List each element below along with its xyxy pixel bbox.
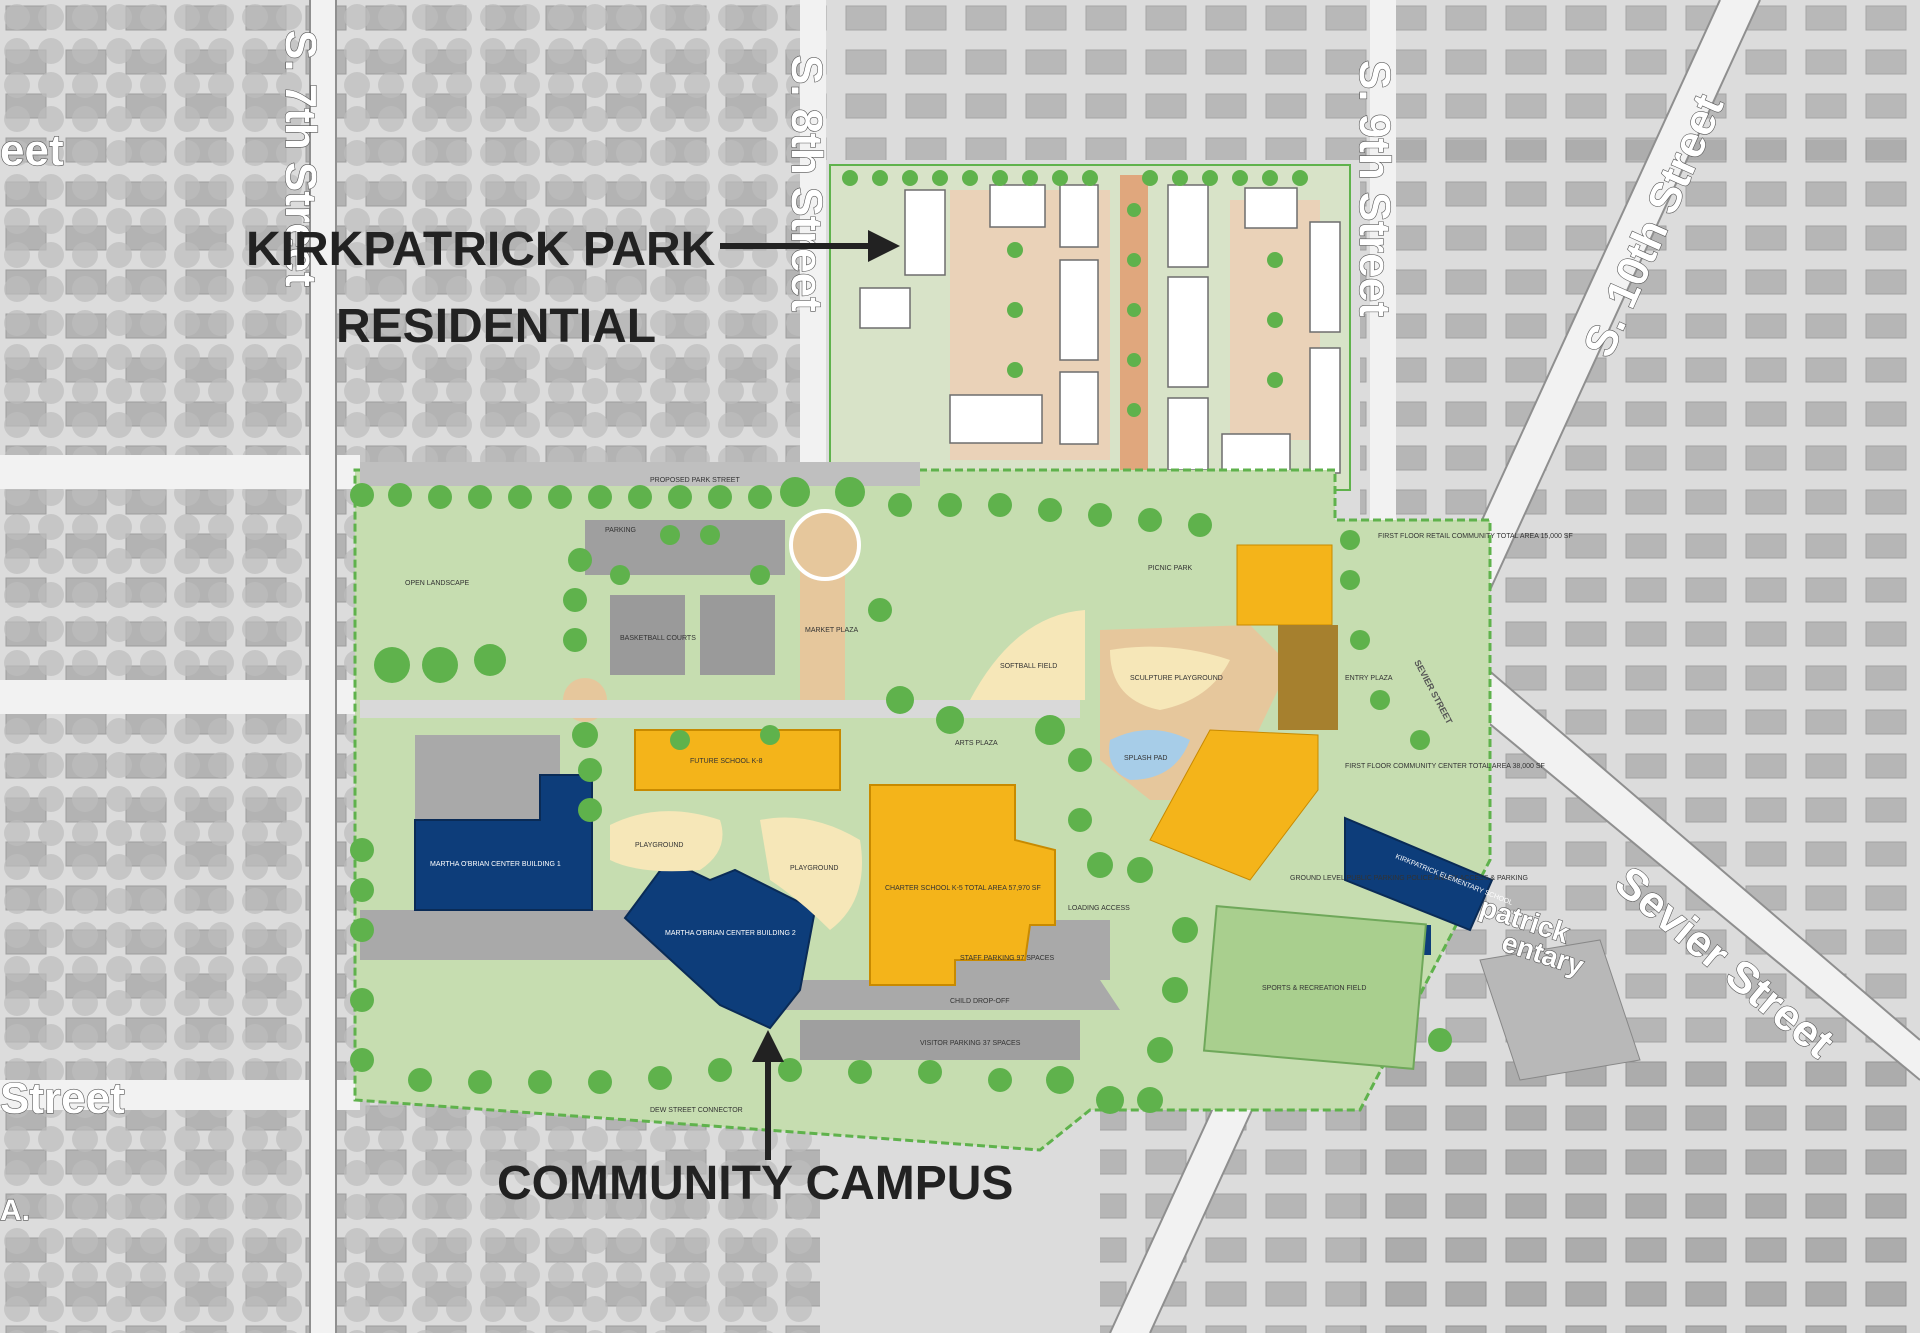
label-playground-1: PLAYGROUND <box>635 842 684 849</box>
proposed-park-street-road <box>360 462 920 486</box>
street-label-left-top: eet <box>0 126 64 175</box>
entry-plaza-building-top <box>1236 544 1333 626</box>
campus-east-west-walk <box>360 700 1080 718</box>
residential-trees <box>842 170 1308 417</box>
label-public-parking: GROUND LEVEL PUBLIC PARKING POLICE ANNEX… <box>1290 875 1528 882</box>
label-dew-street: DEW STREET CONNECTOR <box>650 1107 743 1114</box>
label-obrien-1: MARTHA O'BRIAN CENTER BUILDING 1 <box>430 861 561 868</box>
label-playground-2: PLAYGROUND <box>790 865 839 872</box>
basketball-court-1 <box>610 595 685 675</box>
street-label-left-bottom: A. <box>0 1194 30 1227</box>
label-child-dropoff: CHILD DROP-OFF <box>950 998 1010 1005</box>
sculpture-playground <box>1110 646 1230 710</box>
arrow-to-residential <box>720 230 900 262</box>
community-center-building <box>1149 729 1319 881</box>
charter-school-building <box>869 784 1056 986</box>
residential-paseo <box>1120 175 1148 475</box>
label-picnic: PICNIC PARK <box>1148 565 1193 572</box>
label-softball: SOFTBALL FIELD <box>1000 663 1057 670</box>
residential-buildings <box>859 184 1341 474</box>
west-parking-lot <box>415 735 560 830</box>
playground-west <box>610 811 723 872</box>
street-label-s7: S. 7th Street <box>276 30 325 287</box>
label-splash: SPLASH PAD <box>1124 755 1167 762</box>
label-sports-field: SPORTS & RECREATION FIELD <box>1262 985 1366 992</box>
splash-pad <box>1109 730 1190 780</box>
label-loading: LOADING ACCESS <box>1068 905 1130 912</box>
label-arts-plaza: ARTS PLAZA <box>955 740 998 747</box>
street-label-s8: S. 8th Street <box>782 55 831 312</box>
label-community-center: FIRST FLOOR COMMUNITY CENTER TOTAL AREA … <box>1345 763 1545 770</box>
entry-plaza-building-dark <box>1278 625 1338 730</box>
label-staff-parking: STAFF PARKING 97 SPACES <box>960 955 1054 962</box>
label-visitor-parking: VISITOR PARKING 37 SPACES <box>920 1040 1021 1047</box>
callout-residential-line2: RESIDENTIAL <box>336 300 656 353</box>
visitor-parking <box>800 1020 1080 1060</box>
softball-field <box>970 610 1085 700</box>
market-plaza-paving <box>800 565 845 705</box>
callout-community-campus: COMMUNITY CAMPUS <box>497 1157 1013 1210</box>
label-sculpture: SCULPTURE PLAYGROUND <box>1130 675 1223 682</box>
existing-school-footprint <box>1479 939 1641 1081</box>
label-obrien-2: MARTHA O'BRIAN CENTER BUILDING 2 <box>665 930 796 937</box>
label-future-school: FUTURE SCHOOL K-8 <box>690 758 763 765</box>
label-charter-school: CHARTER SCHOOL K-5 TOTAL AREA 57,970 SF <box>885 885 1041 892</box>
roundabout <box>789 509 861 581</box>
label-parking-top: PARKING <box>605 527 636 534</box>
arrow-to-campus <box>752 1030 784 1160</box>
sports-field <box>1202 905 1427 1070</box>
street-label-s9: S. 9th Street <box>1350 60 1399 317</box>
label-retail: FIRST FLOOR RETAIL COMMUNITY TOTAL AREA … <box>1378 533 1573 540</box>
label-proposed-park-street: PROPOSED PARK STREET <box>650 477 740 484</box>
basketball-court-2 <box>700 595 775 675</box>
callout-residential-line1: KIRKPATRICK PARK <box>246 223 716 276</box>
label-open-landscape: OPEN LANDSCAPE <box>405 580 470 587</box>
campus-trees <box>350 477 1452 1114</box>
label-entry-plaza: ENTRY PLAZA <box>1345 675 1393 682</box>
label-market-plaza: MARKET PLAZA <box>805 627 858 634</box>
label-basketball: BASKETBALL COURTS <box>620 635 696 642</box>
playground-east <box>760 817 862 930</box>
kirkpatrick-school-building <box>1344 816 1494 932</box>
street-label-left-mid: Street <box>0 1074 125 1123</box>
